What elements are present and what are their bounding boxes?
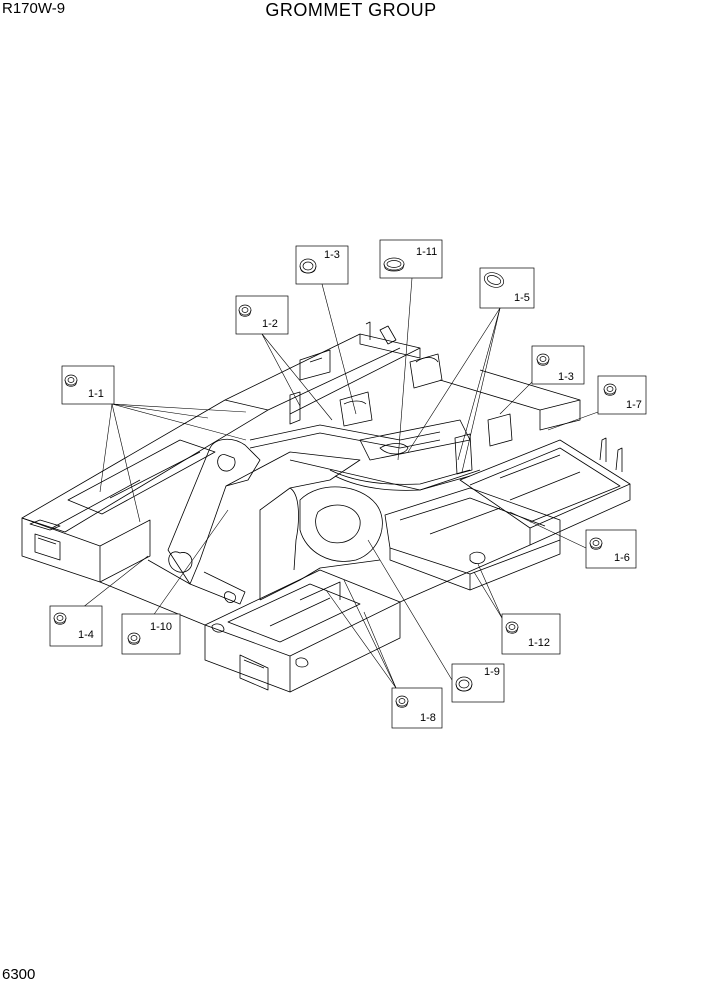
callout-label: 1-1 [88,388,104,400]
grommet-icon [238,304,252,317]
callout-label: 1-8 [420,712,436,724]
grommet-icon [536,353,550,366]
leader-lines [81,277,599,689]
callout-1-9: 1-9 [451,663,505,703]
callout-label: 1-10 [150,621,172,633]
callout-1-6: 1-6 [585,529,637,569]
grommet-icon [505,621,519,634]
grommet-icon [603,383,617,396]
callout-1-10: 1-10 [121,613,181,655]
callouts: 1-1 1-2 1-3 1-11 1-5 1-3 [49,239,647,729]
grommet-icon [127,632,141,645]
callout-label: 1-3 [324,249,340,261]
grommet-icon [299,258,317,274]
callout-1-4: 1-4 [49,605,103,647]
callout-1-3-right: 1-3 [531,345,585,385]
callout-label: 1-4 [78,629,94,641]
callout-label: 1-11 [416,246,437,258]
callout-1-12: 1-12 [501,613,561,655]
grommet-icon [589,537,603,550]
model-number: R170W-9 [2,0,66,17]
callout-1-3-top: 1-3 [295,245,349,285]
callout-label: 1-12 [528,637,550,649]
callout-1-8: 1-8 [391,687,443,729]
grommet-icon [383,257,405,272]
frame-drawing [21,321,631,693]
page-title: GROMMET GROUP [265,0,437,20]
callout-1-2: 1-2 [235,295,289,335]
grommet-icon [64,374,78,387]
callout-label: 1-5 [514,292,530,304]
callout-1-1: 1-1 [61,365,115,405]
callout-label: 1-9 [484,666,500,678]
callout-1-7: 1-7 [597,375,647,415]
grommet-icon [455,676,473,692]
grommet-icon [395,695,409,708]
page-number: 6300 [2,966,36,983]
callout-1-11: 1-11 [379,239,443,279]
grommet-icon [53,612,67,625]
callout-label: 1-3 [558,371,574,383]
callout-label: 1-7 [626,399,642,411]
callout-label: 1-2 [262,318,278,330]
callout-label: 1-6 [614,552,630,564]
grommet-icon [483,272,505,288]
callout-1-5: 1-5 [479,267,535,309]
